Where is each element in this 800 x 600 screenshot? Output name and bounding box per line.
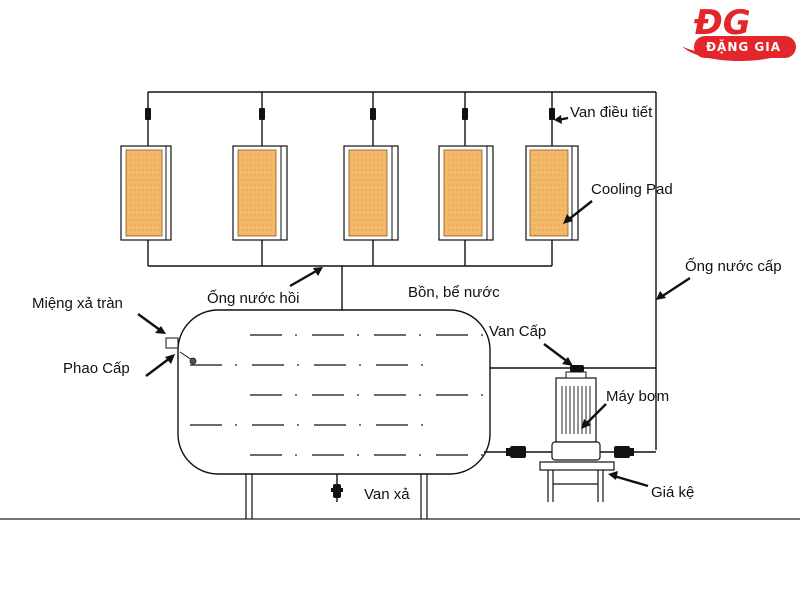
water-dot: [481, 454, 483, 456]
label-overflow: Miệng xả tràn: [32, 295, 123, 312]
water-dot: [421, 364, 423, 366]
brand-logo: ĐG: [682, 3, 796, 61]
water-dot: [235, 424, 237, 426]
arrow-return-pipe: [289, 267, 323, 288]
water-dot: [235, 364, 237, 366]
suction-fitting: [506, 446, 526, 458]
callout-arrows: [137, 115, 691, 488]
label-pump: Máy bơm: [606, 388, 670, 405]
brand-name: ĐẶNG GIA: [706, 40, 782, 54]
water-dot: [295, 394, 297, 396]
arrow-overflow: [137, 313, 166, 334]
water-dot: [297, 424, 299, 426]
label-float-valve: Phao Cấp: [63, 360, 130, 377]
pump: [551, 371, 601, 461]
water-dot: [481, 394, 483, 396]
arrow-supply-pipe: [656, 276, 691, 300]
water-dot: [481, 334, 483, 336]
float-valve-arm: [179, 351, 193, 361]
cooling-pad-5: [525, 145, 579, 241]
water-tank: [177, 309, 491, 475]
arrow-supply-valve: [543, 343, 573, 366]
water-dot: [419, 454, 421, 456]
water-dot: [419, 334, 421, 336]
cooling-pad-4: [438, 145, 494, 241]
water-dot: [295, 454, 297, 456]
label-tank: Bồn, bể nước: [408, 284, 500, 301]
water-dot: [419, 394, 421, 396]
water-dot: [359, 364, 361, 366]
arrow-cooling-pad: [563, 200, 593, 224]
overflow-port: [165, 337, 179, 349]
arrow-valve-adjust: [554, 115, 569, 124]
water-dot: [421, 424, 423, 426]
water-dot: [357, 454, 359, 456]
label-stand: Giá kệ: [651, 484, 695, 501]
pad-feed-drops: [147, 92, 553, 146]
water-dot: [357, 334, 359, 336]
cooling-pad-2: [232, 145, 288, 241]
adjust-valves: [145, 108, 555, 120]
cooling-pad-3: [343, 145, 399, 241]
supply-valve: [570, 365, 584, 372]
tank-water-marks: [190, 334, 483, 456]
pump-stand: [539, 461, 615, 502]
label-supply-pipe: Ống nước cấp: [685, 258, 782, 275]
brand-mark: ĐG: [693, 3, 751, 43]
label-return-pipe: Ống nước hồi: [207, 290, 300, 307]
water-dot: [297, 364, 299, 366]
water-dot: [357, 394, 359, 396]
tank-legs: [245, 474, 428, 519]
drain-valve: [331, 474, 343, 502]
return-pipes: [147, 240, 553, 312]
label-supply-valve: Van Cấp: [489, 323, 547, 340]
cooling-pad-1: [120, 145, 172, 241]
label-drain-valve: Van xả: [364, 486, 410, 503]
water-dot: [295, 334, 297, 336]
float-valve-ball: [189, 357, 197, 365]
water-dot: [359, 424, 361, 426]
arrow-pump: [581, 403, 607, 429]
label-valve-adjust: Van điều tiết: [570, 104, 653, 121]
label-cooling-pad: Cooling Pad: [591, 181, 673, 198]
arrow-stand: [608, 471, 649, 488]
cooling-pads: [120, 145, 579, 241]
discharge-fitting: [614, 446, 634, 458]
arrow-float-valve: [145, 354, 175, 377]
